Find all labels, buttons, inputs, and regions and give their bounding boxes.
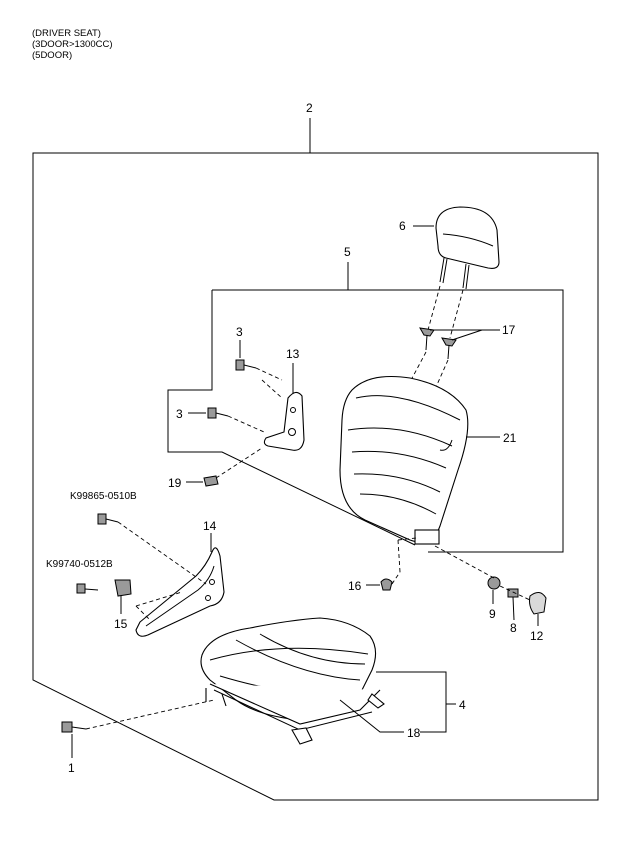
- clip-16: [380, 578, 393, 591]
- callout-19: 19: [168, 476, 182, 490]
- callout-17-leader-b: [451, 329, 483, 341]
- bolt-k99740: [76, 583, 99, 594]
- part-number-k99865: K99865-0510B: [70, 491, 137, 502]
- callout-4-bracket: [376, 671, 456, 733]
- callout-3-lower: 3: [176, 407, 183, 421]
- header-3door: (3DOOR>1300CC): [32, 39, 113, 50]
- bolt-1: [61, 721, 87, 733]
- pad-19: [203, 475, 219, 487]
- callout-2: 2: [306, 101, 313, 115]
- headrest: [435, 206, 500, 290]
- callout-1: 1: [68, 761, 75, 775]
- bolt-k99865: [97, 513, 119, 525]
- bolt-8: [507, 588, 519, 621]
- diagram-header: (DRIVER SEAT) (3DOOR>1300CC) (5DOOR): [32, 28, 113, 61]
- nut-9: [487, 576, 501, 590]
- header-driver-seat: (DRIVER SEAT): [32, 28, 101, 39]
- callout-13: 13: [286, 347, 300, 361]
- callout-21: 21: [503, 431, 517, 445]
- callout-16: 16: [348, 579, 362, 593]
- callout-18: 18: [407, 726, 421, 740]
- callout-3-upper: 3: [236, 325, 243, 339]
- headrest-guides: [419, 327, 457, 360]
- callout-18-leader: [339, 699, 404, 733]
- recliner-bracket: [263, 391, 305, 451]
- callout-17: 17: [502, 323, 516, 337]
- callout-15: 15: [114, 617, 128, 631]
- outer-frame: [32, 152, 599, 801]
- bolt-3-upper: [235, 359, 257, 371]
- cap-12: [529, 592, 547, 615]
- part-number-k99740: K99740-0512B: [46, 559, 113, 570]
- header-5door: (5DOOR): [32, 50, 73, 61]
- bolt-3-lower: [207, 407, 229, 419]
- callout-4: 4: [459, 698, 466, 712]
- seatback-subframe: [167, 289, 564, 553]
- clip-15: [114, 579, 132, 597]
- callout-5: 5: [344, 245, 351, 259]
- seat-back: [339, 375, 469, 545]
- callout-8: 8: [510, 621, 517, 635]
- callout-14: 14: [203, 519, 217, 533]
- seat-cushion: [200, 617, 385, 745]
- side-cover: [135, 547, 225, 637]
- callout-6: 6: [399, 219, 406, 233]
- callout-12: 12: [530, 629, 544, 643]
- callout-9: 9: [489, 607, 496, 621]
